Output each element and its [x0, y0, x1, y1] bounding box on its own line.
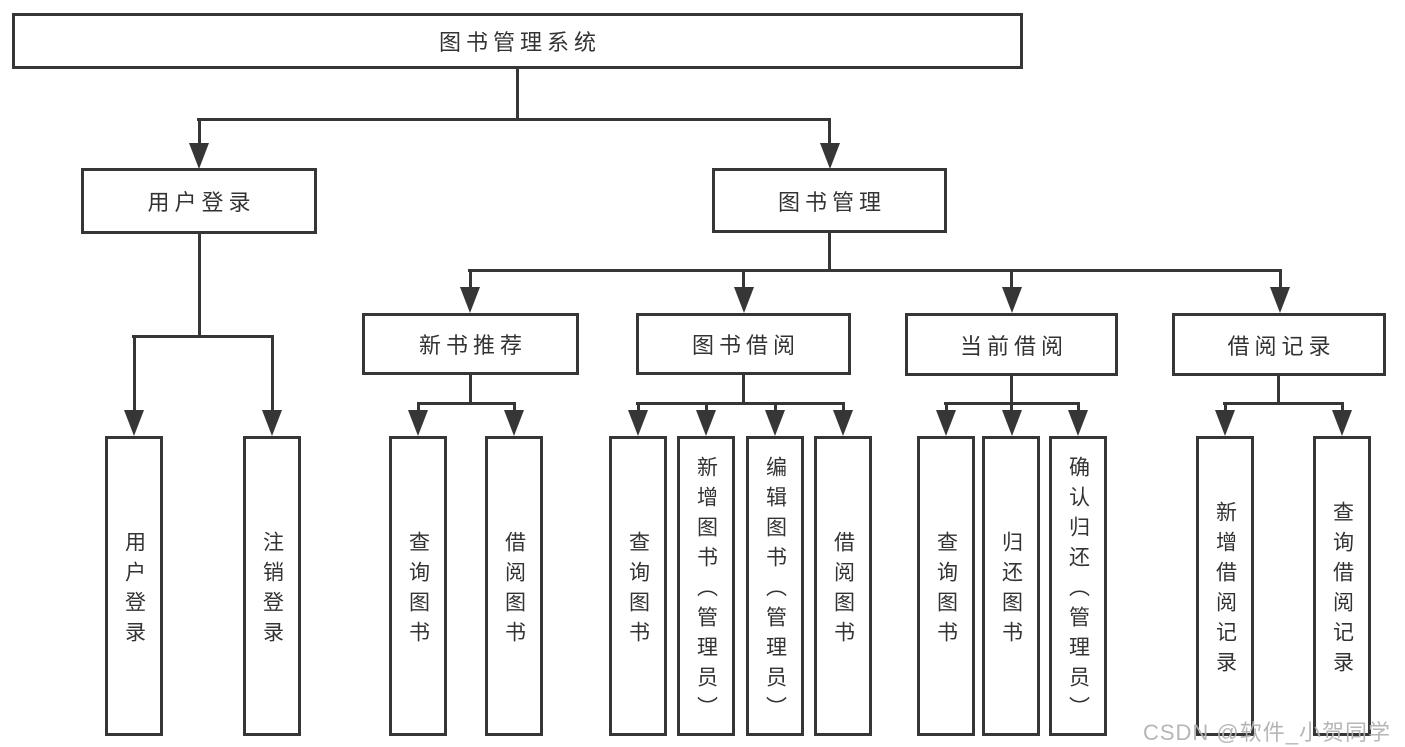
node-current-borrow: 当前借阅 — [905, 313, 1118, 376]
connector-line — [1341, 405, 1344, 412]
arrowhead-icon — [460, 287, 480, 313]
node-label: 新书推荐 — [418, 333, 527, 358]
connector-line — [637, 405, 640, 412]
connector-line — [944, 402, 1080, 405]
leaf-label: 编辑图书（管理员） — [763, 455, 787, 726]
leaf-user-login: 用户登录 — [105, 436, 163, 736]
node-new-book-recommend: 新书推荐 — [362, 313, 579, 375]
connector-line — [1077, 405, 1080, 412]
connector-line — [132, 335, 274, 338]
connector-line — [1010, 405, 1013, 412]
arrowhead-icon — [936, 410, 956, 436]
leaf-label: 归还图书 — [999, 530, 1023, 651]
leaf-label: 查询图书 — [934, 530, 958, 651]
arrowhead-icon — [124, 410, 144, 436]
arrowhead-icon — [734, 287, 754, 313]
arrowhead-icon — [833, 410, 853, 436]
arrowhead-icon — [262, 410, 282, 436]
connector-line — [774, 405, 777, 412]
connector-line — [417, 405, 420, 412]
connector-line — [133, 338, 136, 412]
leaf-label: 确认归还（管理员） — [1066, 455, 1090, 726]
arrowhead-icon — [408, 410, 428, 436]
node-label: 当前借阅 — [959, 333, 1068, 359]
leaf-label: 新增借阅记录 — [1213, 500, 1237, 681]
arrowhead-icon — [1332, 410, 1352, 436]
connector-line — [468, 269, 1282, 272]
arrowhead-icon — [765, 410, 785, 436]
node-book-management: 图书管理 — [712, 168, 947, 233]
leaf-records-add-record: 新增借阅记录 — [1196, 436, 1254, 736]
leaf-label: 借阅图书 — [502, 530, 526, 651]
leaf-borrow-edit-book-admin: 编辑图书（管理员） — [746, 436, 804, 736]
connector-line — [742, 272, 745, 290]
leaf-label: 用户登录 — [122, 530, 146, 651]
leaf-borrow-borrow-books: 借阅图书 — [814, 436, 872, 736]
connector-line — [1277, 376, 1280, 405]
arrowhead-icon — [1002, 287, 1022, 313]
leaf-logout: 注销登录 — [243, 436, 301, 736]
connector-line — [198, 234, 201, 338]
leaf-current-confirm-return-admin: 确认归还（管理员） — [1049, 436, 1107, 736]
leaf-label: 注销登录 — [260, 530, 284, 651]
connector-line — [945, 405, 948, 412]
leaf-records-query-record: 查询借阅记录 — [1313, 436, 1371, 736]
leaf-borrow-query-books: 查询图书 — [609, 436, 667, 736]
node-label: 用户登录 — [147, 190, 256, 215]
leaf-borrow-add-book-admin: 新增图书（管理员） — [677, 436, 735, 736]
leaf-label: 查询图书 — [406, 530, 430, 651]
leaf-current-return-books: 归还图书 — [982, 436, 1040, 736]
connector-line — [198, 121, 201, 145]
leaf-recommend-borrow-books: 借阅图书 — [485, 436, 543, 736]
connector-line — [469, 272, 472, 290]
arrowhead-icon — [189, 143, 209, 169]
connector-line — [417, 402, 516, 405]
node-user-login: 用户登录 — [81, 168, 317, 234]
node-book-borrow: 图书借阅 — [636, 313, 851, 375]
connector-line — [516, 69, 519, 121]
connector-line — [828, 233, 831, 272]
arrowhead-icon — [628, 410, 648, 436]
node-root-system: 图书管理系统 — [12, 13, 1023, 69]
arrowhead-icon — [504, 410, 524, 436]
csdn-watermark: CSDN @软件_小贺同学 — [1142, 720, 1391, 745]
arrowhead-icon — [1002, 410, 1022, 436]
connector-line — [1223, 402, 1344, 405]
node-label: 图书借阅 — [691, 333, 800, 358]
connector-line — [1010, 272, 1013, 290]
arrowhead-icon — [820, 143, 840, 169]
connector-line — [469, 375, 472, 405]
leaf-current-query-books: 查询图书 — [917, 436, 975, 736]
connector-line — [828, 121, 831, 145]
node-label: 图书管理系统 — [438, 30, 601, 55]
leaf-label: 查询借阅记录 — [1330, 500, 1354, 681]
connector-line — [842, 405, 845, 412]
connector-line — [513, 405, 516, 412]
arrowhead-icon — [1215, 410, 1235, 436]
arrowhead-icon — [1068, 410, 1088, 436]
leaf-label: 查询图书 — [626, 530, 650, 651]
connector-line — [197, 118, 831, 121]
connector-line — [271, 338, 274, 412]
node-label: 借阅记录 — [1227, 333, 1336, 359]
leaf-recommend-query-books: 查询图书 — [389, 436, 447, 736]
connector-line — [705, 405, 708, 412]
connector-line — [1010, 376, 1013, 405]
node-label: 图书管理 — [777, 189, 886, 215]
arrowhead-icon — [696, 410, 716, 436]
leaf-label: 借阅图书 — [831, 530, 855, 651]
leaf-label: 新增图书（管理员） — [694, 455, 718, 726]
connector-line — [1224, 405, 1227, 412]
arrowhead-icon — [1270, 287, 1290, 313]
node-borrow-records: 借阅记录 — [1172, 313, 1386, 376]
connector-line — [1279, 272, 1282, 290]
connector-line — [636, 402, 845, 405]
connector-line — [742, 375, 745, 405]
